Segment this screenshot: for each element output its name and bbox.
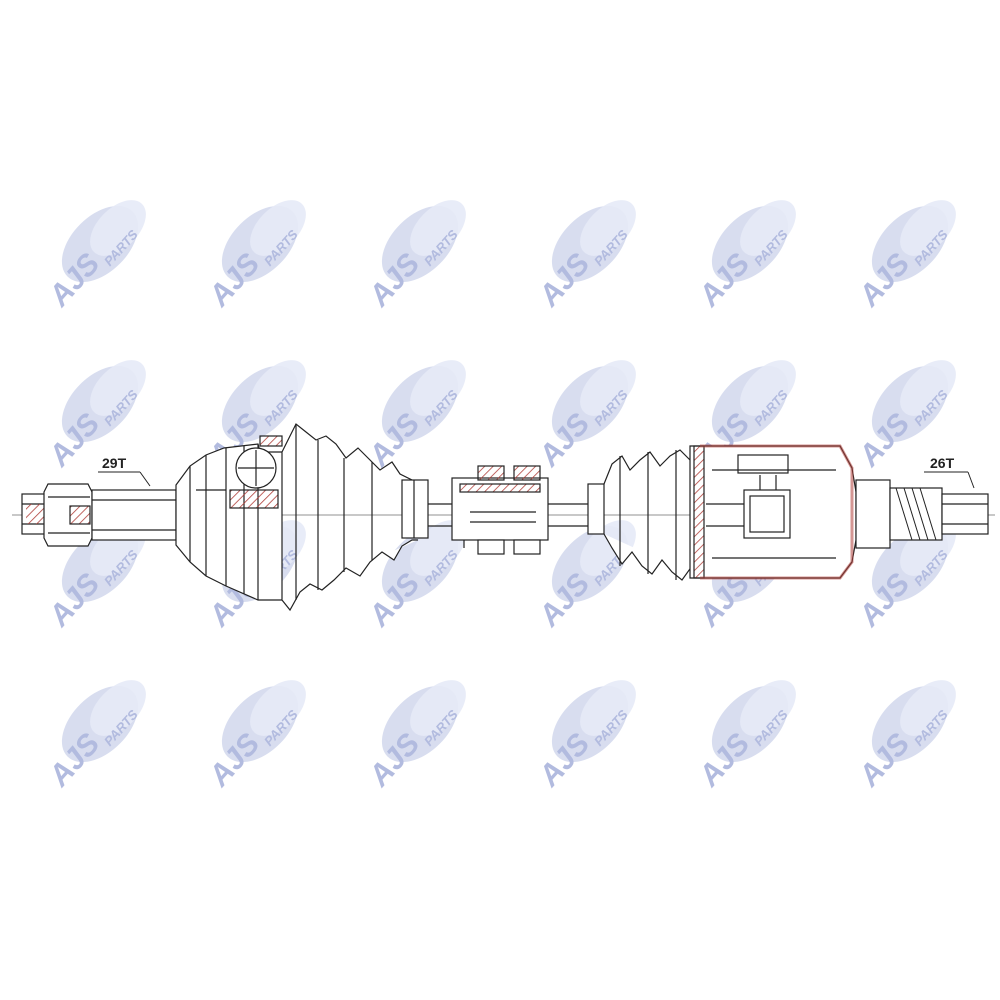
inner-cv-joint	[689, 444, 857, 580]
left-spline-callout: 29T	[98, 455, 151, 487]
right-boot	[587, 449, 701, 581]
left-nut	[21, 483, 93, 547]
left-boot	[281, 423, 429, 612]
left-spline-label: 29T	[102, 455, 127, 471]
outer-cv-joint	[175, 435, 283, 601]
center-damper	[451, 465, 549, 555]
right-spline-callout: 26T	[924, 455, 975, 489]
right-spline-label: 26T	[930, 455, 955, 471]
shaft-assembly	[12, 423, 995, 612]
right-stub-shaft	[855, 479, 989, 549]
left-stub-shaft	[91, 489, 177, 541]
